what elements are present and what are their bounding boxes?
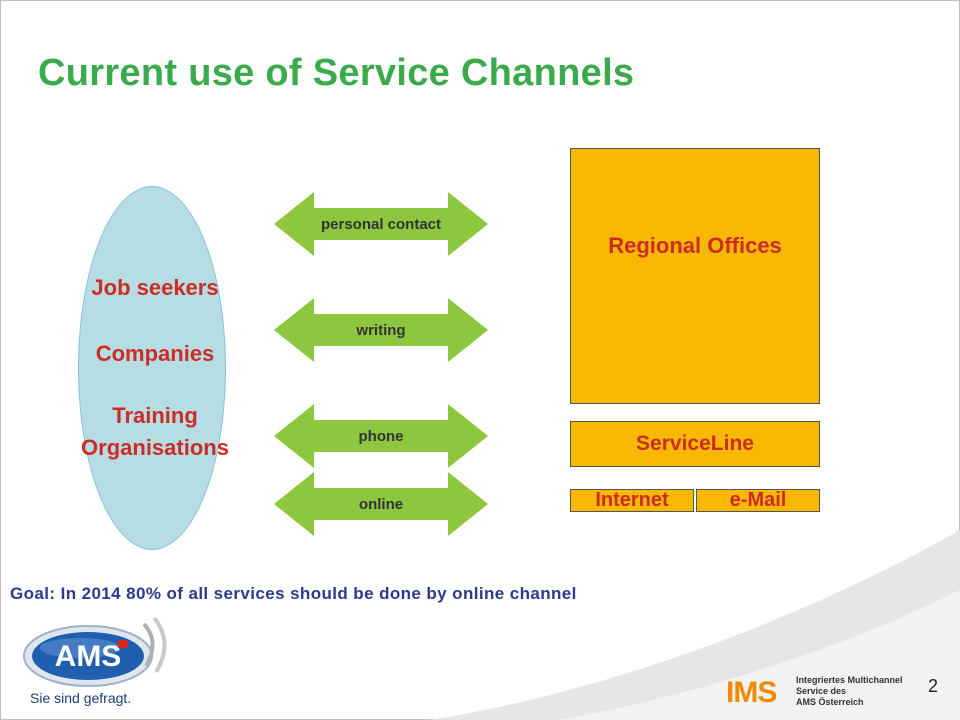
audience-training: Training xyxy=(112,403,198,428)
channel-label-writing: writing xyxy=(356,322,406,339)
svg-text:AMS: AMS xyxy=(55,640,122,673)
page-number: 2 xyxy=(928,676,939,696)
audience-companies: Companies xyxy=(95,341,215,366)
regional-offices-box: Regional Offices xyxy=(570,148,820,404)
channel-arrow-phone: phone xyxy=(274,404,488,468)
channel-arrow-personal-contact: personal contact xyxy=(274,192,488,256)
ims-tagline-line-3: AMS Österreich xyxy=(796,697,864,707)
ims-tagline: Integriertes Multichannel Service des AM… xyxy=(796,675,916,708)
ams-slogan: Sie sind gefragt. xyxy=(30,690,132,706)
audience-ellipse-shape xyxy=(78,186,226,550)
double-arrow-icon xyxy=(274,192,488,256)
channel-label-phone: phone xyxy=(358,428,404,445)
double-arrow-icon xyxy=(274,298,488,362)
channel-label-online: online xyxy=(358,496,404,513)
email-box: e-Mail xyxy=(696,489,820,512)
double-arrow-icon xyxy=(274,404,488,468)
audience-ellipse xyxy=(78,186,226,550)
ims-tagline-line-1: Integriertes Multichannel xyxy=(796,675,903,685)
internet-box: Internet xyxy=(570,489,694,512)
serviceline-box: ServiceLine xyxy=(570,421,820,467)
double-arrow-icon xyxy=(274,472,488,536)
ims-logo: IMS xyxy=(726,676,777,709)
channel-label-personal-contact: personal contact xyxy=(320,216,442,233)
audience-organisations: Organisations xyxy=(81,435,229,460)
slide-title: Current use of Service Channels xyxy=(38,52,635,94)
ims-tagline-line-2: Service des xyxy=(796,686,847,696)
goal-statement: Goal: In 2014 80% of all services should… xyxy=(10,584,577,603)
channel-arrow-writing: writing xyxy=(274,298,488,362)
audience-job-seekers: Job seekers xyxy=(91,275,219,300)
ams-logo: AMS xyxy=(23,616,167,687)
regional-offices-label: Regional Offices xyxy=(608,233,782,258)
channel-arrow-online: online xyxy=(274,472,488,536)
